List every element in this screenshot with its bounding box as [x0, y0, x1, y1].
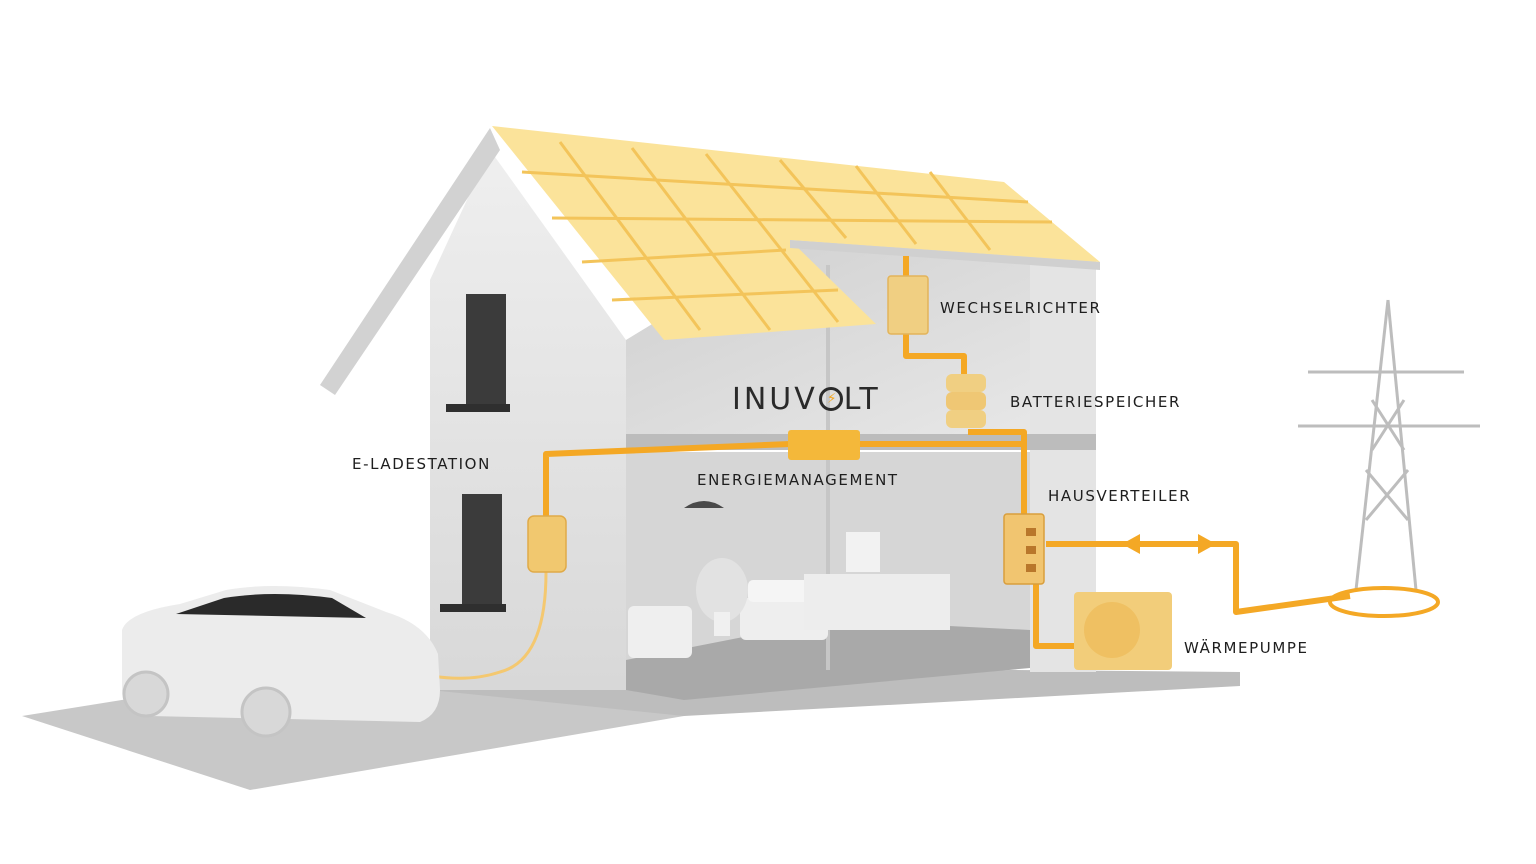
- inuvolt-logo: INUV ⚡ LT: [732, 382, 881, 417]
- lightning-bolt-icon: ⚡: [826, 391, 837, 407]
- wallbox-device: [527, 515, 567, 573]
- label-waermepumpe: WÄRMEPUMPE: [1184, 639, 1309, 657]
- heat-pump-device: [1074, 592, 1172, 670]
- arrow-right: [1198, 534, 1216, 554]
- brand-text-prefix: INUV: [732, 382, 818, 417]
- pylon-base-glow: [1328, 586, 1440, 618]
- label-wechselrichter: WECHSELRICHTER: [940, 299, 1102, 317]
- inverter-device: [887, 275, 929, 335]
- electric-car: [122, 586, 440, 738]
- label-energiemanagement: ENERGIEMANAGEMENT: [697, 471, 899, 489]
- wall-picture: [846, 532, 880, 572]
- battery-device: [946, 374, 986, 428]
- ceiling-lamp: [684, 501, 724, 508]
- label-e-ladestation: E-LADESTATION: [352, 455, 491, 473]
- power-pylon: [1298, 299, 1480, 591]
- energy-manager-device: [788, 430, 860, 460]
- solar-panel-grid: [521, 141, 1053, 331]
- label-hausverteiler: HAUSVERTEILER: [1048, 487, 1192, 505]
- armchair: [628, 606, 692, 658]
- distribution-board: [1003, 513, 1045, 585]
- charging-cable: [431, 571, 548, 680]
- roof-left: [320, 128, 500, 395]
- window-upper: [466, 294, 506, 406]
- arrow-left: [1122, 534, 1140, 554]
- house-floor-slab: [430, 670, 1240, 716]
- logo-circle-icon: ⚡: [818, 387, 843, 411]
- label-batteriespeicher: BATTERIESPEICHER: [1010, 393, 1181, 411]
- sideboard: [804, 574, 950, 630]
- plant: [696, 558, 748, 622]
- window-lower: [462, 494, 502, 606]
- house-front-wall: [1030, 260, 1096, 672]
- brand-text-suffix: LT: [843, 382, 881, 417]
